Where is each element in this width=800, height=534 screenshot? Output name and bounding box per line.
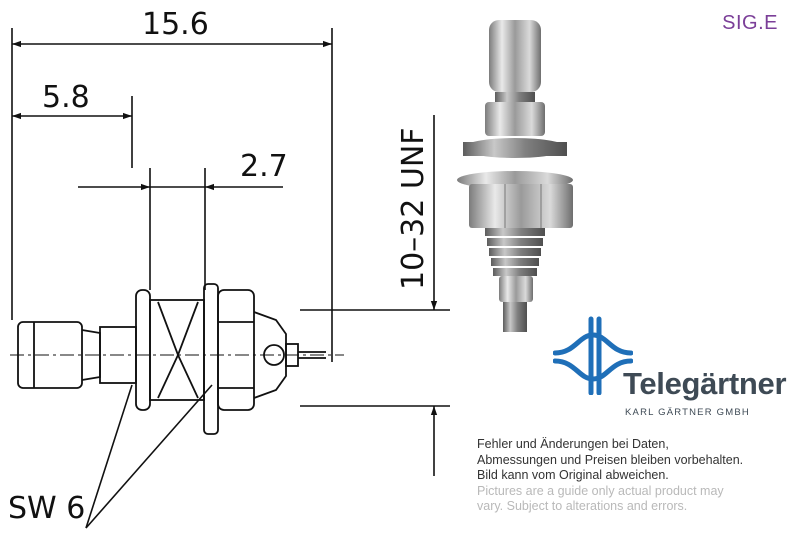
leader-sw-2 — [85, 384, 213, 529]
dim-wrench-size: SW 6 — [8, 491, 85, 526]
disclaimer-de-line: Bild kann vom Original abweichen. — [477, 468, 669, 482]
disclaimer-en-line: Pictures are a guide only actual product… — [477, 483, 724, 498]
flange-plate — [203, 283, 219, 435]
disclaimer: Fehler und Änderungen bei Daten, Abmessu… — [477, 437, 797, 515]
connector-outline — [17, 283, 326, 435]
logo-wave-icon — [553, 316, 633, 395]
logo-subtitle: KARL GÄRTNER GMBH — [625, 407, 750, 418]
washer — [135, 289, 151, 411]
dimension-lines — [12, 40, 438, 529]
product-photo — [457, 20, 573, 332]
disclaimer-de-line: Fehler und Änderungen bei Daten, — [477, 437, 669, 451]
hex-nut — [217, 289, 255, 411]
telegaertner-logo: Telegärtner KARL GÄRTNER GMBH — [553, 315, 793, 435]
disclaimer-en-line: vary. Subject to alterations and errors. — [477, 499, 688, 513]
extension-lines — [11, 28, 450, 407]
leader-sw-1 — [85, 384, 133, 529]
dim-front-length: 5.8 — [42, 80, 90, 115]
dim-overall-length: 15.6 — [142, 7, 209, 42]
brand-mark: SIG.E — [722, 12, 778, 34]
dim-flange-length: 2.7 — [240, 149, 288, 184]
disclaimer-de-line: Abmessungen und Preisen bleiben vorbehal… — [477, 452, 744, 467]
dim-thread-spec: 10–32 UNF — [396, 127, 431, 290]
logo-name: Telegärtner — [623, 366, 787, 401]
